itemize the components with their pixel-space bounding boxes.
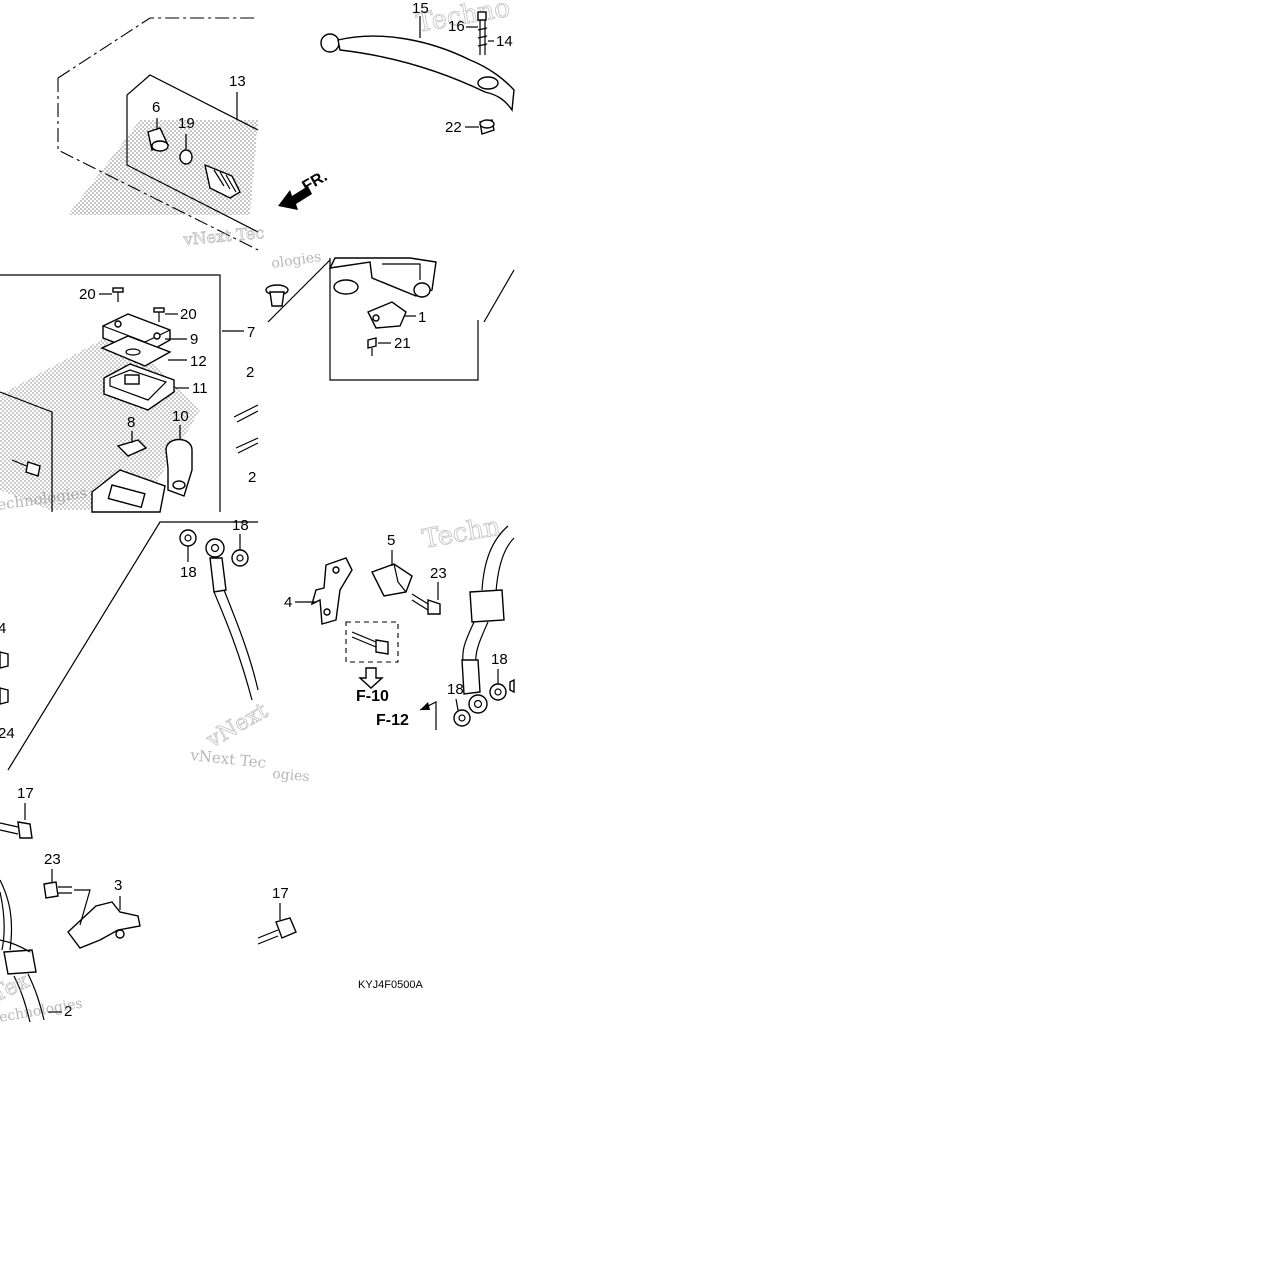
callout-11: 11 <box>192 380 208 397</box>
callout-1: 1 <box>418 309 426 326</box>
boot-part-6 <box>147 127 169 152</box>
bracket-part-4 <box>310 557 353 625</box>
screw-part-20b <box>153 307 165 322</box>
callout-17a: 17 <box>17 785 34 802</box>
diaphragm-plate-part-12 <box>100 335 172 367</box>
bolt-part-23a <box>411 593 441 615</box>
washer-part-18c <box>453 709 471 727</box>
master-cylinder-body <box>91 469 166 513</box>
callout-10: 10 <box>172 408 189 425</box>
watermark-text: vNext <box>202 698 273 753</box>
callout-18b: 18 <box>232 517 249 534</box>
hose-clamp-part-3 <box>67 889 141 949</box>
holder-part-10 <box>165 438 193 497</box>
watermark-text: vNext Tec <box>182 223 265 249</box>
panel-brake-hose-upper: 18 18 4 24 vNext vNext Tec <box>0 517 273 772</box>
panel-reservoir: 20 20 9 12 11 7 8 10 <box>0 274 259 514</box>
ref-arrow-f10: F-10 <box>356 667 389 705</box>
watermark-text: Techn <box>420 512 503 555</box>
panel-bolt-17: ogies 17 KYJ4F0500A <box>257 766 423 991</box>
ref-arrow-f12: F-12 <box>376 701 437 730</box>
ring-part-19 <box>179 149 193 165</box>
washer-part-18a <box>179 529 197 547</box>
watermark-text: ogies <box>272 766 311 785</box>
panel-brake-hose-lower: 17 23 3 2 Tex echnologies <box>0 785 141 1026</box>
bolt-part-17a <box>0 821 33 839</box>
callout-23a: 23 <box>430 565 447 582</box>
callout-12: 12 <box>190 353 207 370</box>
callout-5: 5 <box>387 532 395 549</box>
switch-part-1 <box>367 301 407 329</box>
panel-hose-bracket: Techn 4 5 23 F-10 F-12 <box>284 511 515 730</box>
boot-part-cap <box>265 284 289 307</box>
callout-18c: 18 <box>447 681 464 698</box>
panel-stop-switch: 1 21 ologies <box>265 249 515 381</box>
front-direction-arrow: FR. <box>278 168 330 210</box>
ref-f10-label: F-10 <box>356 688 389 705</box>
callout-4: 4 <box>284 594 292 611</box>
callout-2-partial: 2 <box>248 469 256 486</box>
washer-part-18b <box>231 549 249 567</box>
washer-part-18d <box>489 683 507 701</box>
hose-clamp-part-5 <box>371 563 413 597</box>
callout-23b: 23 <box>44 851 61 868</box>
bolts-partial <box>11 404 259 477</box>
callout-20a: 20 <box>79 286 96 303</box>
master-cylinder-housing <box>328 257 437 298</box>
bolt-part-23b <box>43 881 72 899</box>
callout-4-partial: 4 <box>0 620 6 637</box>
callout-13: 13 <box>229 73 246 90</box>
pivot-bolt-part-16 <box>477 11 488 55</box>
piston-part-13 <box>204 163 241 199</box>
callout-18d: 18 <box>491 651 508 668</box>
callout-9: 9 <box>190 331 198 348</box>
banjo-fitting <box>205 538 227 593</box>
screw-part-20a <box>112 287 124 302</box>
callout-14: 14 <box>496 33 513 50</box>
ref-f12-label: F-12 <box>376 712 409 729</box>
watermark-text: Tex <box>0 968 34 1007</box>
watermark-text: ologies <box>270 249 322 272</box>
plate-part-8 <box>116 439 148 457</box>
callout-18a: 18 <box>180 564 197 581</box>
callout-15: 15 <box>412 0 429 17</box>
callout-24-partial: 24 <box>0 725 15 742</box>
callout-20b: 20 <box>180 306 197 323</box>
callout-6: 6 <box>152 99 160 116</box>
watermark-text: vNext Tec <box>189 746 267 772</box>
hose-grommet <box>469 589 505 623</box>
callout-16: 16 <box>448 18 465 35</box>
screw-part-21 <box>367 337 377 356</box>
bolt-hidden <box>351 631 389 655</box>
diaphragm-part-11 <box>103 363 175 411</box>
nut-part-22 <box>479 119 495 135</box>
callout-21: 21 <box>394 335 411 352</box>
callout-2: 2 <box>64 1003 72 1020</box>
callout-22: 22 <box>445 119 462 136</box>
bolt-part-17b <box>257 917 297 945</box>
callout-8: 8 <box>127 414 135 431</box>
panel-piston-kit: 13 6 19 vNext Tec <box>57 17 265 251</box>
callout-3: 3 <box>114 877 122 894</box>
brake-lever-part-15 <box>320 33 515 112</box>
panel-brake-lever: Techno 15 16 14 22 FR. <box>278 0 515 210</box>
callout-19: 19 <box>178 115 195 132</box>
callout-2-partial: 2 <box>246 364 254 381</box>
callout-17b: 17 <box>272 885 289 902</box>
hose-fitting-lower <box>461 659 488 714</box>
figure-code: KYJ4F0500A <box>358 979 423 991</box>
hose-grommet-lower <box>0 939 37 975</box>
callout-7: 7 <box>247 324 255 341</box>
